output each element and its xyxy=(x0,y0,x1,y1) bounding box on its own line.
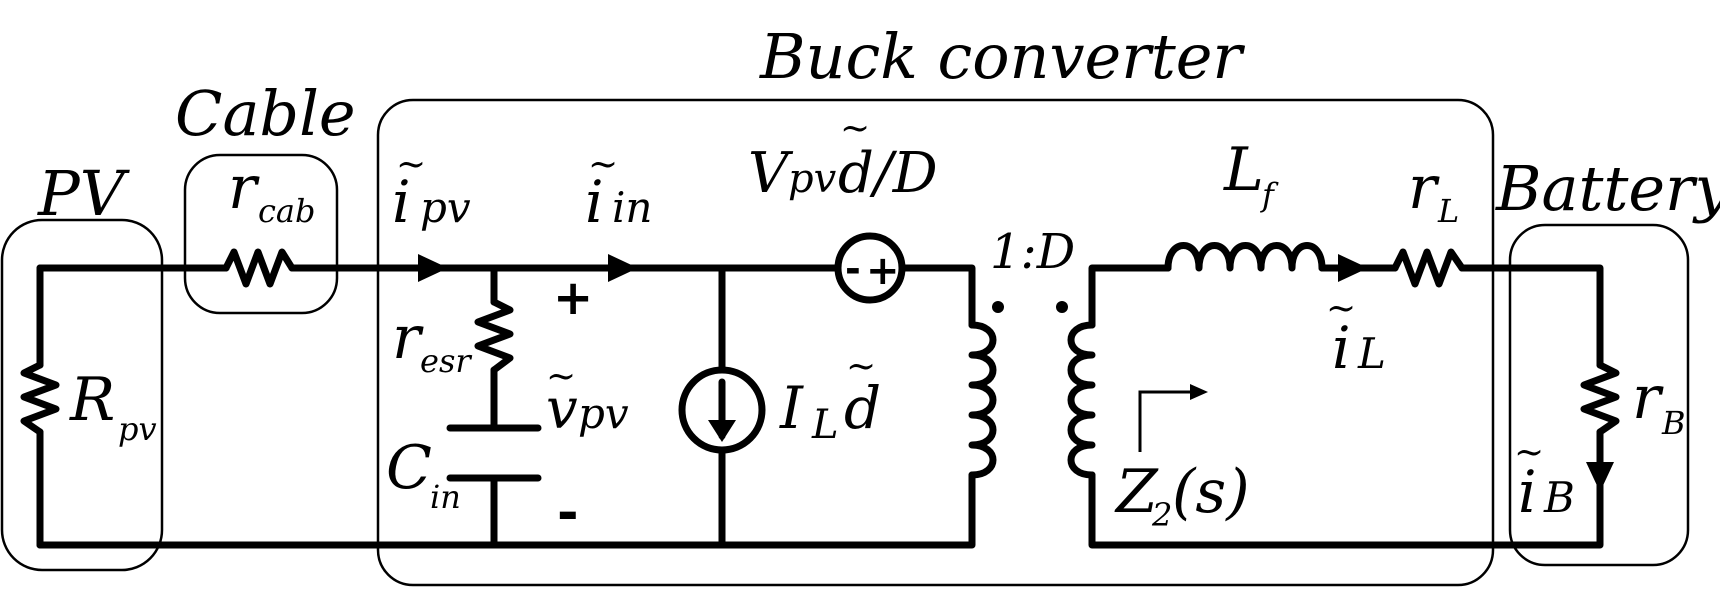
label-r-B: rB xyxy=(1632,363,1686,442)
label-turns-ratio: 1:D xyxy=(990,224,1075,280)
transformer-primary-coil xyxy=(968,321,997,479)
pv-title: PV xyxy=(37,157,131,230)
pv-box xyxy=(0,218,164,572)
arrow-i-L-icon xyxy=(1338,254,1368,282)
tilde-i-in: ~ xyxy=(588,144,618,185)
label-L-f: Lf xyxy=(1223,135,1279,214)
resistor-r-L xyxy=(1391,248,1466,288)
label-r-L: rL xyxy=(1408,153,1459,230)
resistor-r-cab xyxy=(222,248,296,288)
current-source-arrowhead-icon xyxy=(708,420,736,442)
label-r-esr: resr xyxy=(392,303,472,380)
transformer-dot-secondary-icon xyxy=(1056,301,1068,313)
resistor-r-B xyxy=(1580,361,1620,436)
tilde-v-pv: ~ xyxy=(546,356,576,397)
arrow-i-pv-icon xyxy=(418,254,448,282)
arrow-i-in-icon xyxy=(608,254,638,282)
label-voltage-source: Vpvd/D xyxy=(748,141,938,206)
z2-arrowhead-icon xyxy=(1190,384,1208,400)
battery-box xyxy=(1508,223,1690,567)
label-Z2: Z2(s) xyxy=(1114,457,1250,534)
battery-title: Battery xyxy=(1495,152,1720,225)
polarity-plus: + xyxy=(553,270,593,326)
voltage-source xyxy=(834,232,906,304)
tilde-src-v: ~ xyxy=(840,108,870,149)
voltage-source-plus: + xyxy=(866,248,900,294)
tilde-src-i: ~ xyxy=(846,346,876,387)
label-v-pv: vpv xyxy=(546,377,629,442)
tilde-i-L: ~ xyxy=(1326,288,1356,329)
buck-converter-box xyxy=(376,98,1495,587)
resistor-r-pv xyxy=(20,361,60,436)
tilde-i-B: ~ xyxy=(1514,432,1544,473)
transformer-dot-primary-icon xyxy=(992,301,1004,313)
wire-bottom-left xyxy=(36,471,976,549)
current-source xyxy=(678,366,766,454)
inductor-L-f xyxy=(1164,242,1326,272)
buck-converter-title: Buck converter xyxy=(759,20,1245,93)
wire-top-mid xyxy=(898,264,976,329)
cable-box xyxy=(183,153,339,315)
label-C-in: Cin xyxy=(386,433,461,516)
z2-arrow-icon xyxy=(1138,390,1192,452)
voltage-source-minus: - xyxy=(845,247,861,291)
arrow-i-B-icon xyxy=(1586,462,1614,492)
transformer-secondary-coil xyxy=(1067,321,1096,479)
polarity-minus: - xyxy=(557,483,579,543)
resistor-r-esr xyxy=(474,298,514,374)
cable-title: Cable xyxy=(175,77,356,150)
label-R-pv: Rpv xyxy=(69,365,157,448)
tilde-i-pv: ~ xyxy=(396,144,426,185)
label-r-cab: rcab xyxy=(228,153,315,230)
